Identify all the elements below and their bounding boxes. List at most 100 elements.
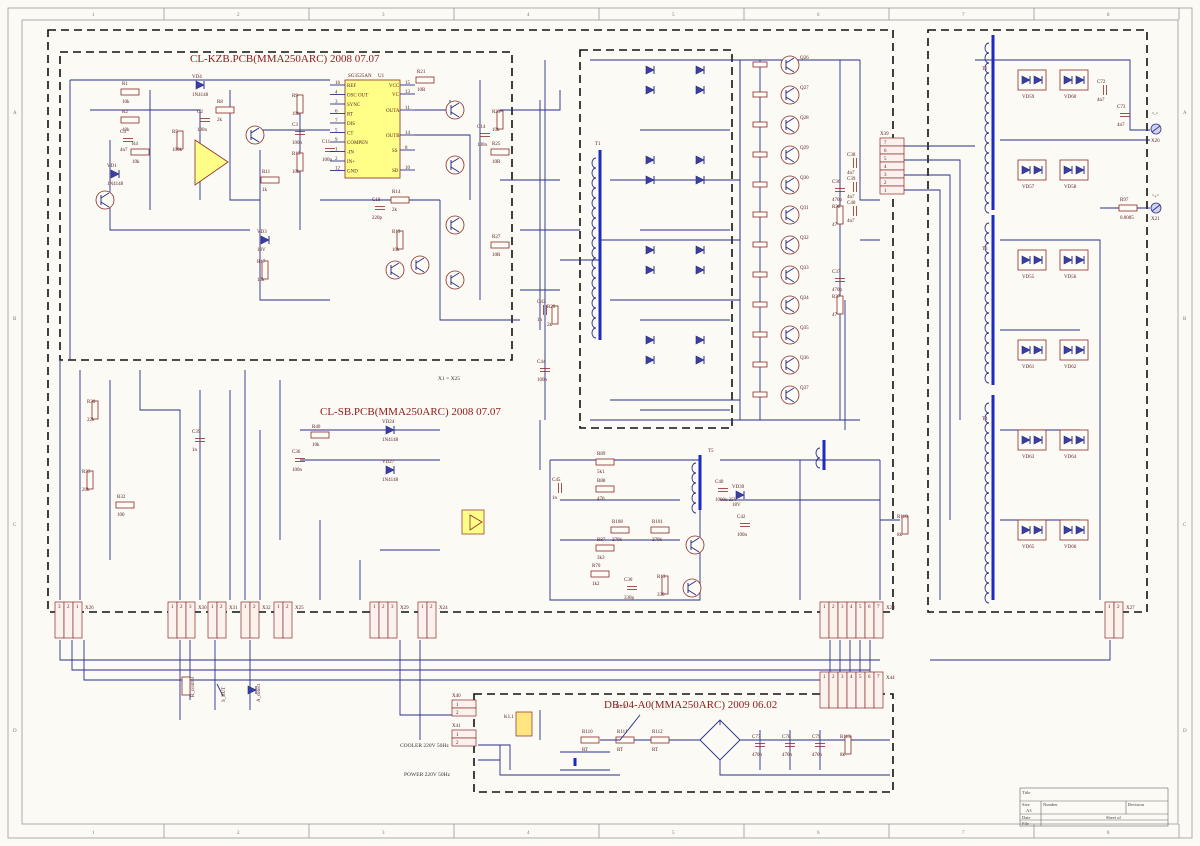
board-title-db: DB-04-A0(MMA250ARC) 2009 06.02 <box>604 699 777 711</box>
component-ref: C42 <box>737 515 746 520</box>
component-ref: C40 <box>715 480 724 485</box>
component-ref: R4 <box>132 142 138 147</box>
ic-pin-name: SS <box>392 149 398 154</box>
rectifier-diode-module: VD66 <box>1059 519 1089 550</box>
transformer-winding <box>984 202 990 214</box>
connector-pin: 2 <box>67 605 70 610</box>
component-value: 1000u 35V <box>715 498 738 503</box>
component-value: RT <box>617 748 623 753</box>
component-value: 0.0005 <box>1120 216 1134 221</box>
component-ref: C44 <box>537 360 546 365</box>
ic-pin-name: OSC OUT <box>347 94 368 99</box>
connector-pin: 6 <box>884 149 887 154</box>
component-ref: C11 <box>322 140 331 145</box>
output-terminal-negative[interactable]: "-" X20 <box>1150 113 1162 144</box>
diode <box>695 155 705 185</box>
transformer-ref: T5 <box>708 449 714 454</box>
component-ref: R40 <box>312 425 321 430</box>
transformer-winding <box>984 172 990 184</box>
connector-pin: 5 <box>859 605 862 610</box>
mosfet: Q34 <box>752 295 809 315</box>
diode <box>695 335 705 365</box>
transformer-winding <box>984 282 990 294</box>
transformer-winding <box>591 267 597 279</box>
component-ref: R14 <box>392 190 401 195</box>
component-value: 470n <box>812 753 823 758</box>
components: R110kR210kR410kR5100kC44n7VD11N4148VD41N… <box>54 55 1138 758</box>
output-terminal-positive[interactable]: "+" X21 <box>1150 195 1162 222</box>
component-value: 470p <box>832 198 843 203</box>
ic-pin-number: 4 <box>335 91 338 96</box>
connector-pin: 1 <box>456 703 459 708</box>
transformer-winding <box>984 542 990 554</box>
transformer-winding <box>591 257 597 269</box>
board-cl-sb-region <box>47 29 894 613</box>
component-ref: C2 <box>197 110 203 115</box>
grid-column-label: 5 <box>672 13 675 18</box>
mosfet: Q33 <box>752 265 809 285</box>
ic-pin-name: CT <box>347 132 353 137</box>
connector-pin: 1 <box>171 605 174 610</box>
title-label: Title <box>1022 790 1030 795</box>
component-value: 10k <box>392 248 400 253</box>
transformer-winding <box>984 572 990 584</box>
connector-ref: X32 <box>262 606 271 611</box>
ic-pin-number: 13 <box>405 90 411 95</box>
mosfet-ref: Q34 <box>800 296 809 301</box>
relay-contact-switch <box>610 714 641 741</box>
mosfet-ref: Q28 <box>800 116 809 121</box>
component-value: 47 <box>832 313 838 318</box>
board-title-sb: CL-SB.PCB(MMA250ARC) 2008 07.07 <box>320 406 501 418</box>
rectifier-ref: VD61 <box>1022 365 1035 370</box>
component-value: 1k2 <box>592 582 600 587</box>
wire <box>600 60 741 241</box>
connector-pin: 1 <box>277 605 280 610</box>
rectifier-diode-module: VD55 <box>1017 249 1047 280</box>
ic-pin-name: OUTA <box>386 109 400 114</box>
transformer-winding <box>591 237 597 249</box>
mosfet: Q29 <box>752 145 809 165</box>
component-value: 1n <box>537 318 543 323</box>
regulator <box>469 514 483 531</box>
connector-ref: X28 <box>886 606 895 611</box>
connector-pin: 3 <box>58 605 61 610</box>
transformer-winding <box>984 132 990 144</box>
component-ref: R19 <box>392 230 401 235</box>
component-value: 8k <box>840 753 846 758</box>
ic-pin-number: 5 <box>335 129 338 134</box>
component-ref: R87 <box>597 538 606 543</box>
component-value: 1N4148 <box>192 93 209 98</box>
connector-pin: 2 <box>382 605 385 610</box>
wire <box>880 159 961 420</box>
connector-ref: X24 <box>439 606 448 611</box>
connector-pin: 2 <box>220 605 223 610</box>
grid-column-label: 2 <box>237 831 240 836</box>
rectifier-ref: VD64 <box>1064 455 1077 460</box>
transformer-winding <box>984 522 990 534</box>
rectifier-ref: VD56 <box>1064 275 1077 280</box>
rectifier-ref: VD58 <box>1064 185 1077 190</box>
